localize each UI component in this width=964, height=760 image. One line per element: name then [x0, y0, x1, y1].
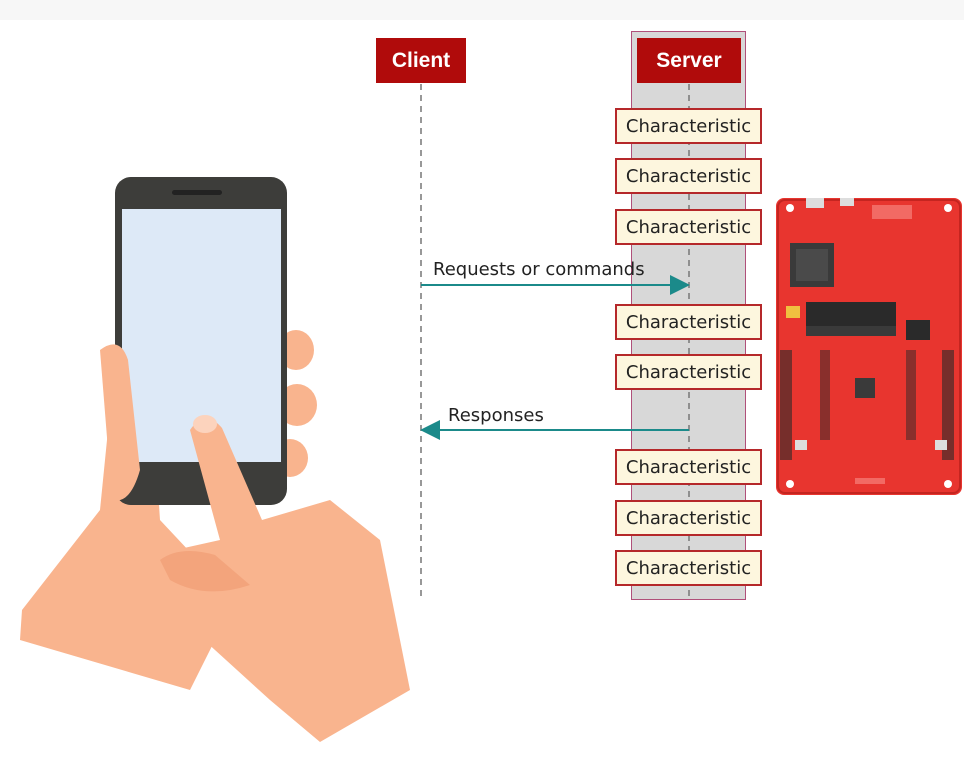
characteristic-box: Characteristic: [615, 449, 762, 485]
characteristic-box: Characteristic: [615, 209, 762, 245]
server-label: Server: [637, 38, 741, 83]
client-label: Client: [376, 38, 466, 83]
characteristic-box: Characteristic: [615, 304, 762, 340]
response-message-label: Responses: [448, 405, 544, 426]
characteristic-box: Characteristic: [615, 550, 762, 586]
characteristic-box: Characteristic: [615, 354, 762, 390]
characteristic-box: Characteristic: [615, 500, 762, 536]
characteristic-box: Characteristic: [615, 108, 762, 144]
request-message-label: Requests or commands: [433, 259, 645, 280]
characteristic-box: Characteristic: [615, 158, 762, 194]
top-strip: [0, 0, 964, 20]
